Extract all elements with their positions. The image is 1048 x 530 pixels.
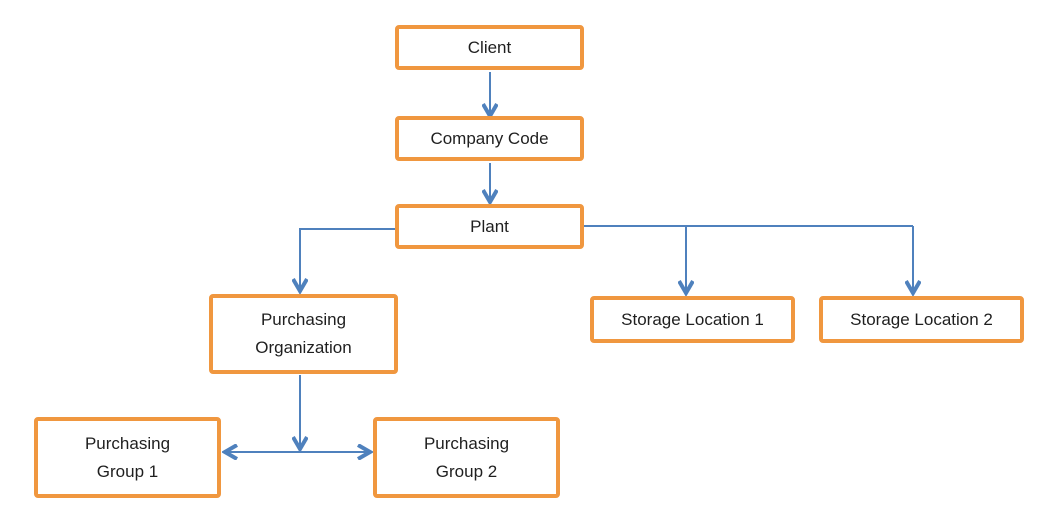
- node-storage-location-1-label: Storage Location 1: [621, 309, 764, 329]
- node-client: Client: [395, 25, 584, 70]
- node-company-code: Company Code: [395, 116, 584, 161]
- node-client-label: Client: [467, 37, 512, 57]
- node-purchasing-organization-label: Purchasing Organization: [255, 310, 352, 357]
- node-storage-location-2: Storage Location 2: [819, 296, 1024, 343]
- node-plant: Plant: [395, 204, 584, 249]
- node-storage-location-2-label: Storage Location 2: [850, 309, 993, 329]
- edge-plant-to-purchasing-organization: [300, 228, 395, 291]
- node-purchasing-group-2-label: Purchasing Group 2: [423, 433, 510, 481]
- node-purchasing-group-1: Purchasing Group 1: [34, 417, 221, 498]
- node-plant-label: Plant: [470, 216, 509, 236]
- node-purchasing-group-2: Purchasing Group 2: [373, 417, 560, 498]
- node-storage-location-1: Storage Location 1: [590, 296, 795, 343]
- node-purchasing-organization: Purchasing Organization: [209, 294, 398, 374]
- node-company-code-label: Company Code: [430, 128, 549, 148]
- node-purchasing-group-1-label: Purchasing Group 1: [84, 433, 171, 481]
